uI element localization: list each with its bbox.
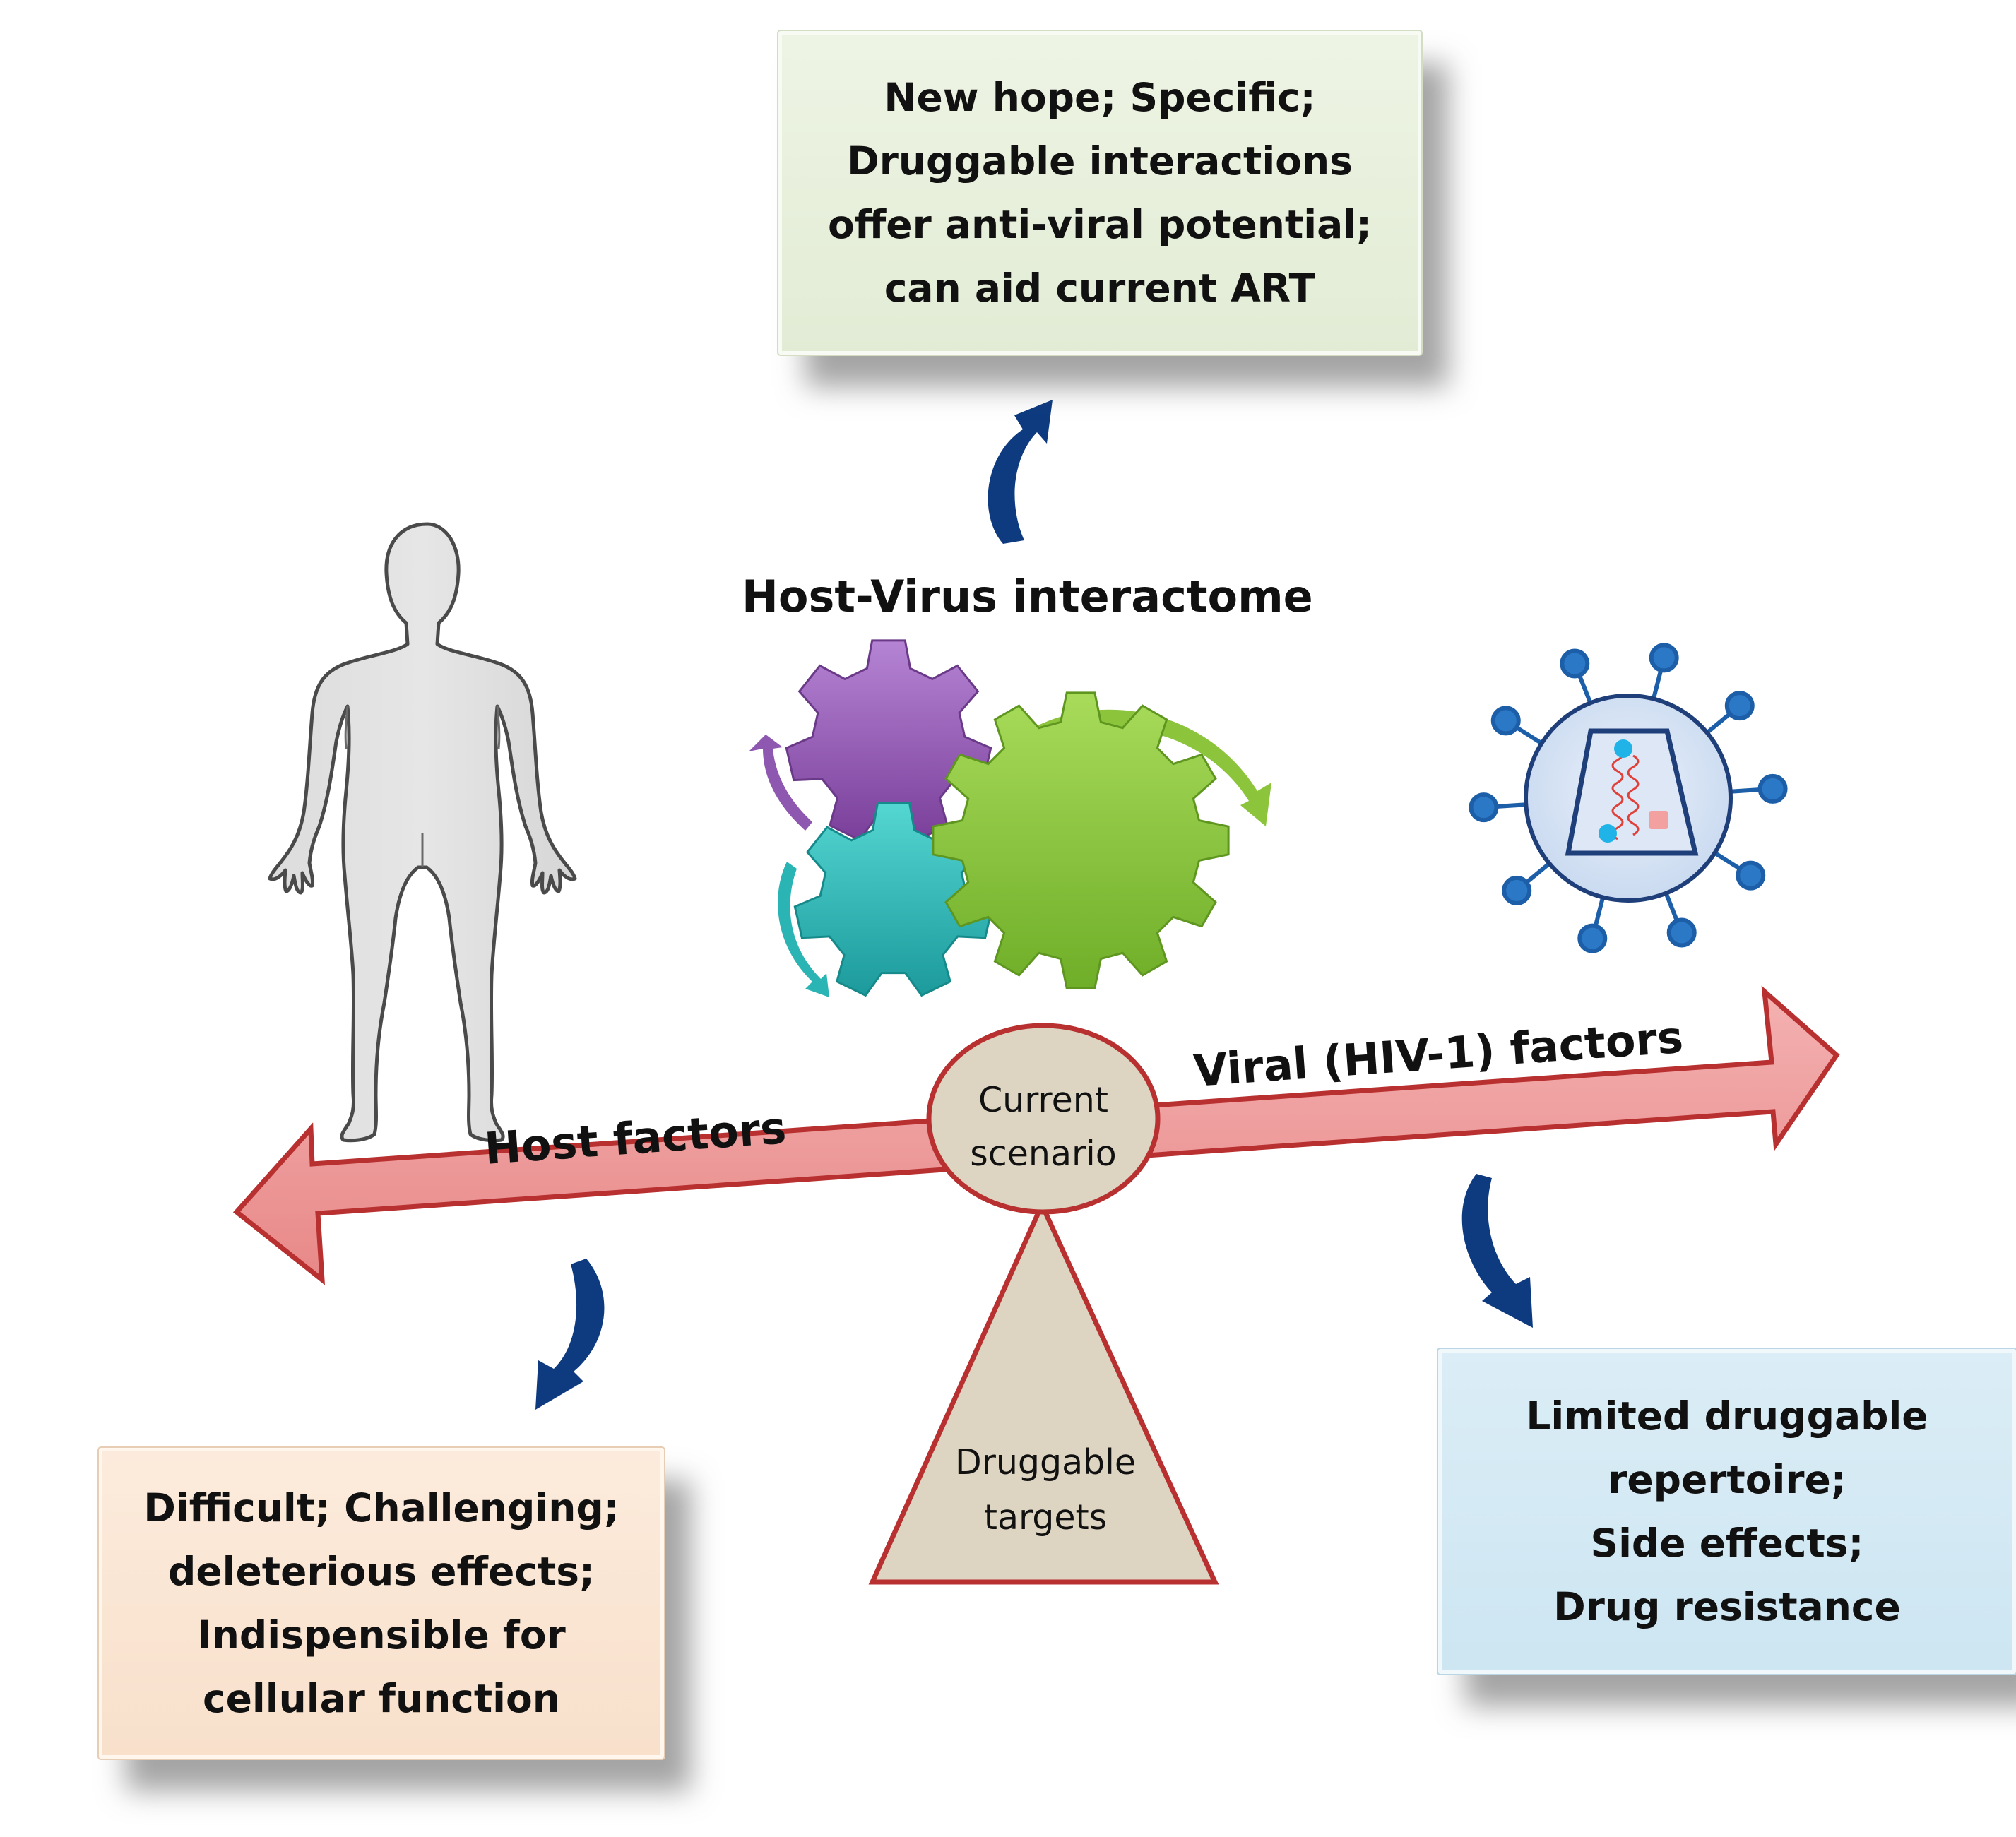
hiv-virus-icon [1469,643,1788,953]
virus-spike-knob [1666,917,1697,948]
left-box-line: cellular function [203,1676,560,1721]
virus-spike-knob [1724,691,1755,721]
fulcrum-label-line: Druggable [954,1442,1137,1482]
top-box-line: Druggable interactions [847,138,1353,184]
pivot-ellipse [926,1023,1161,1215]
virus-spike-knob [1502,875,1532,905]
virus-spike-knob [1577,923,1608,953]
fulcrum-label-line: targets [983,1497,1108,1538]
right-box-line: Drug resistance [1553,1584,1901,1629]
interactome-title: Host-Virus interactome [742,571,1313,622]
human-figure-icon [268,522,577,1143]
virus-spike-knob [1649,643,1679,673]
curved-arrow-down-right-icon [1461,1174,1533,1328]
left-box-line: Difficult; Challenging; [143,1485,619,1530]
virus-spike-knob [1490,706,1521,736]
right-box-line: repertoire; [1608,1457,1846,1502]
virus-spike-knob [1469,792,1499,823]
left-info-box: Difficult; Challenging; deleterious effe… [97,1446,665,1760]
left-box-line: Indispensible for [197,1612,566,1658]
top-info-box: New hope; Specific; Druggable interactio… [777,30,1423,356]
pivot-label: Current scenario [927,1074,1160,1181]
virus-spike-knob [1757,773,1788,804]
pivot-label-line: Current [978,1080,1109,1120]
top-box-line: offer anti-viral potential; [827,202,1372,247]
right-box-line: Side effects; [1590,1521,1864,1566]
purple-rotation-arrow [749,735,812,831]
gears-group [749,639,1271,997]
top-box-line: New hope; Specific; [884,75,1316,120]
left-box-line: deleterious effects; [167,1549,595,1594]
curved-arrow-up-icon [988,400,1053,544]
teal-rotation-arrow [778,862,829,997]
fulcrum-triangle [868,1199,1219,1585]
virus-spike-knob [1736,860,1766,891]
top-box-line: can aid current ART [884,266,1316,311]
green-gear-icon [932,691,1230,989]
curved-arrow-down-left-icon [535,1259,605,1410]
pivot-label-line: scenario [970,1134,1117,1174]
right-info-box: Limited druggable repertoire; Side effec… [1437,1348,2016,1675]
fulcrum-label: Druggable targets [918,1435,1173,1545]
right-box-line: Limited druggable [1526,1393,1928,1439]
green-rotation-arrow [1003,709,1271,826]
virus-spike-knob [1560,648,1590,679]
